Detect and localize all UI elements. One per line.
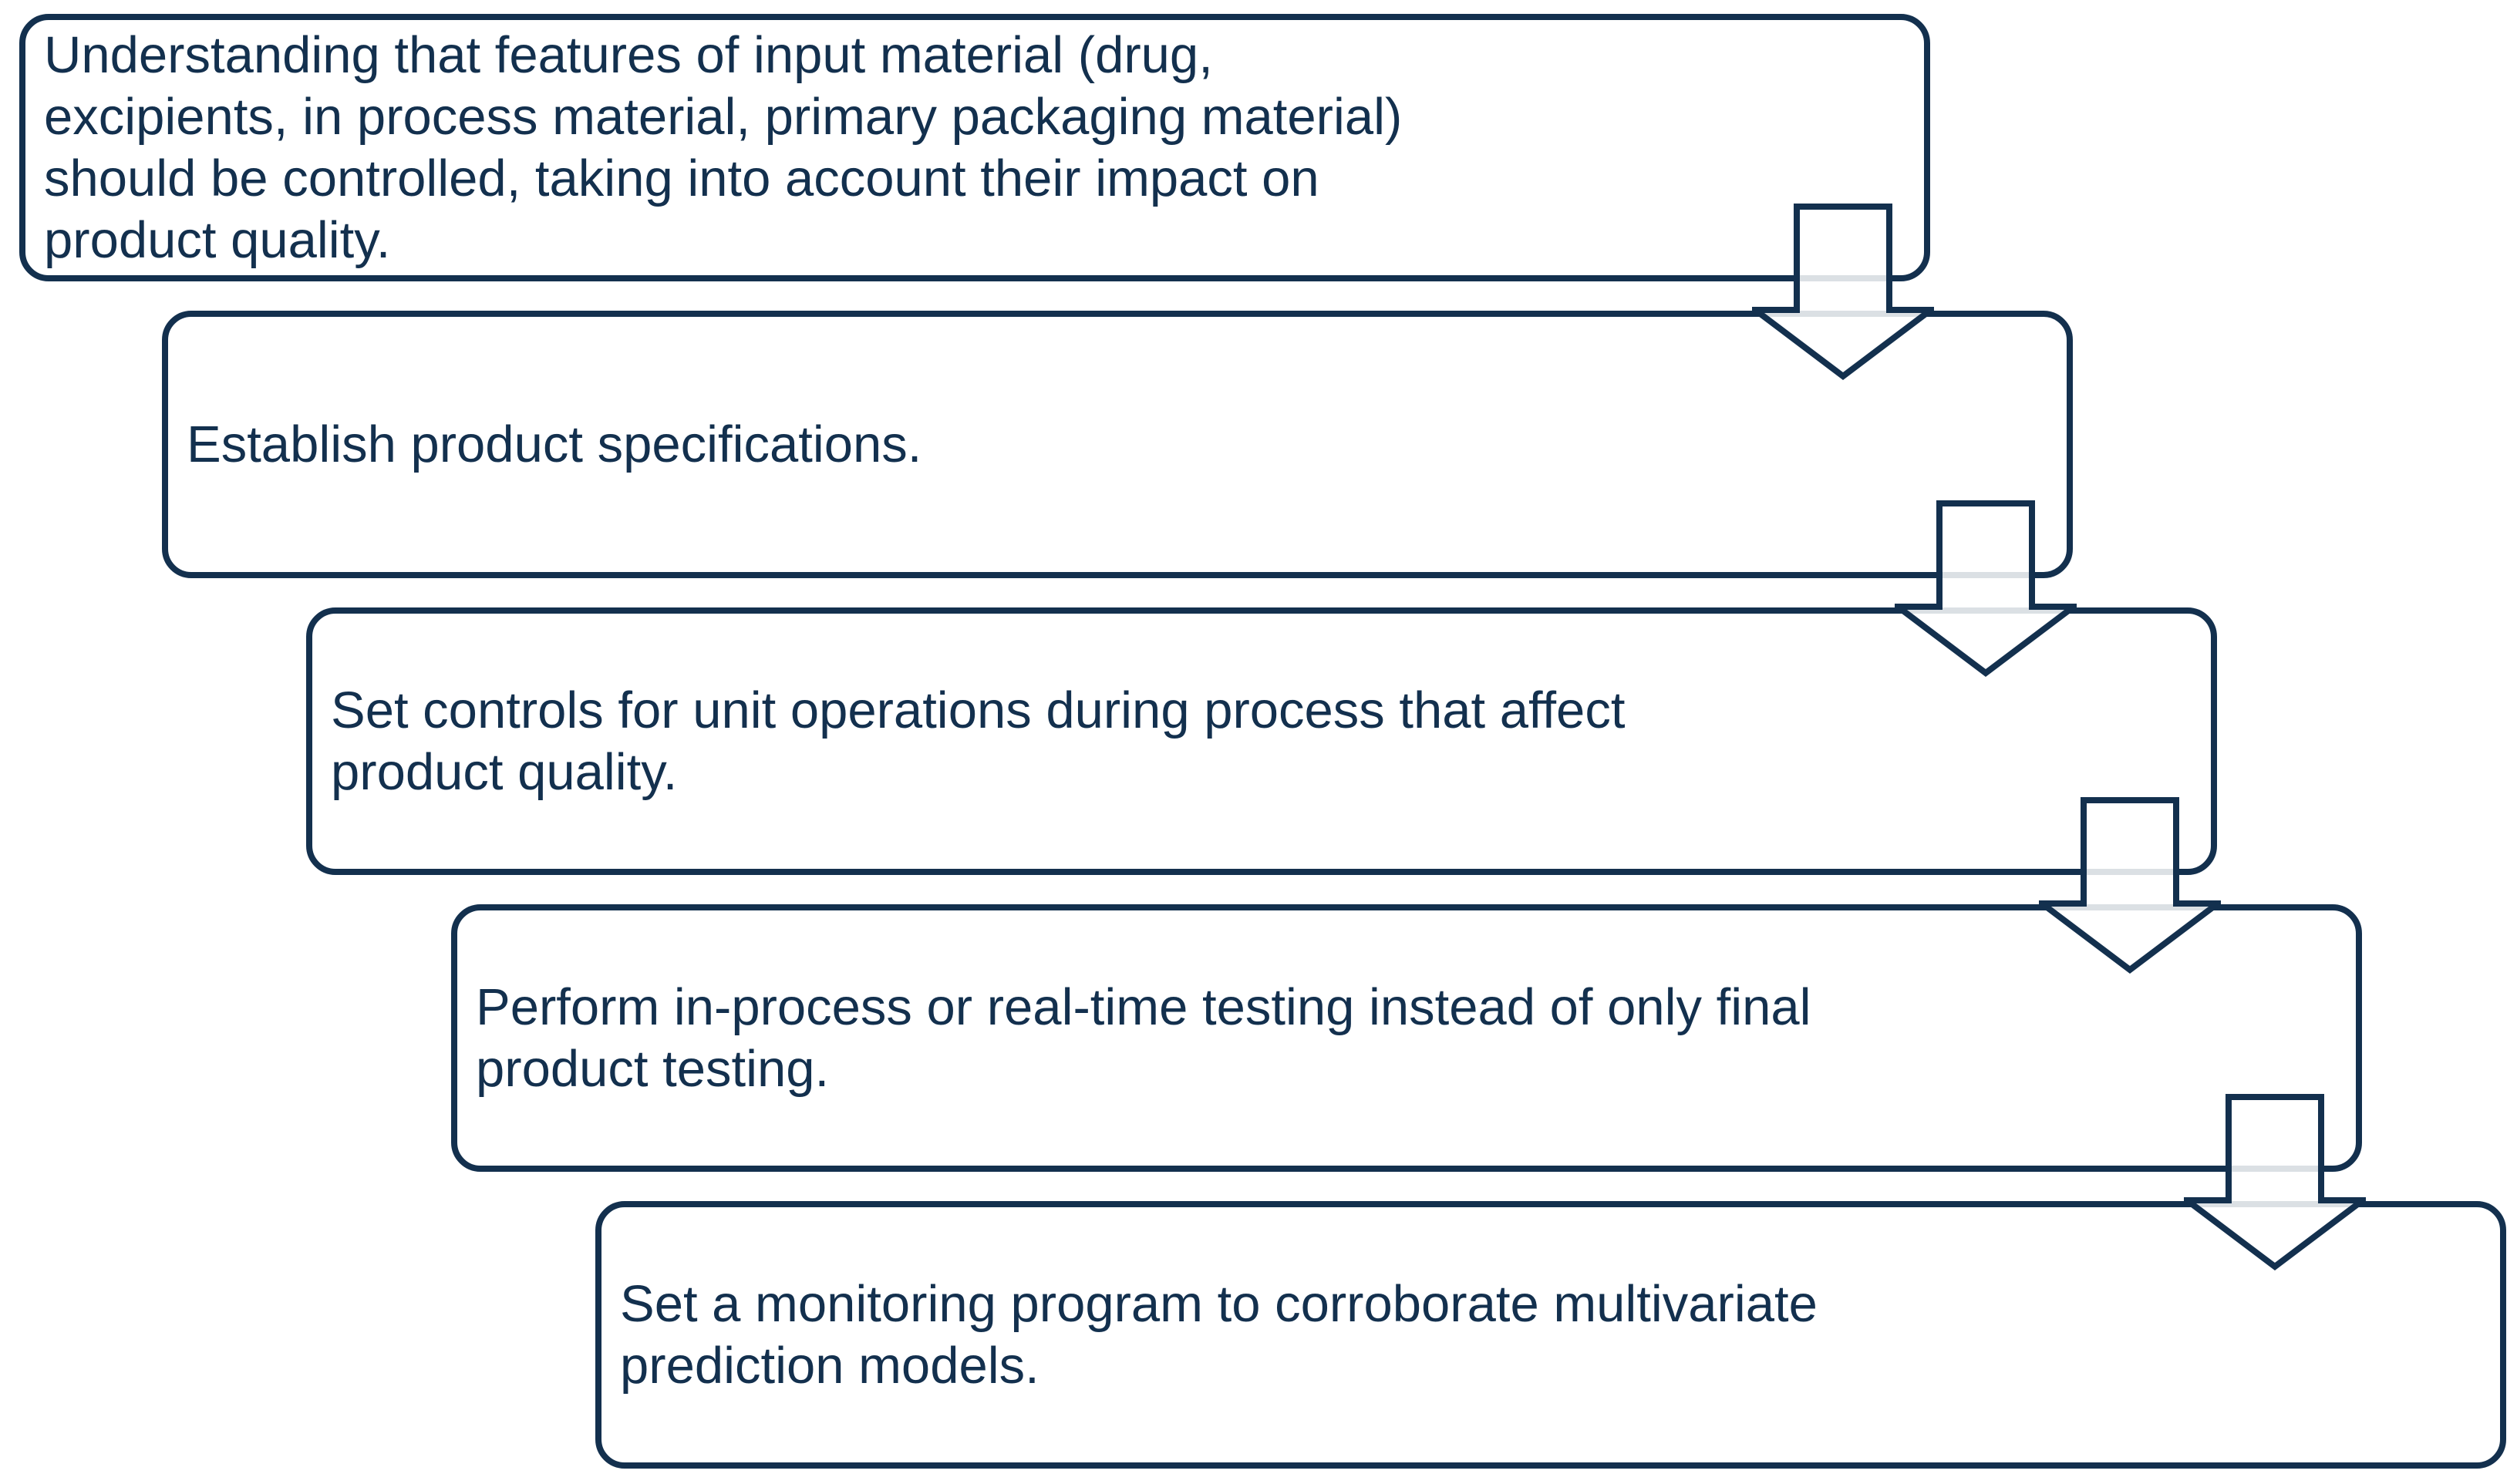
step-text-line: Set controls for unit operations during … (331, 681, 1626, 739)
down-arrow-icon (2039, 797, 2221, 974)
down-arrow-icon (1752, 204, 1934, 381)
flow-step-2: Establish product specifications. (162, 311, 2073, 578)
step-text-line: Understanding that features of input mat… (44, 25, 1213, 84)
step-text-line: product quality. (44, 210, 391, 269)
down-arrow-icon (1895, 500, 2077, 678)
step-text-line: prediction models. (620, 1336, 1039, 1395)
step-text-line: product quality. (331, 742, 678, 801)
step-text-line: Establish product specifications. (187, 415, 922, 473)
step-text-line: product testing. (476, 1039, 830, 1098)
step-text-line: excipients, in process material, primary… (44, 87, 1403, 146)
flow-step-5: Set a monitoring program to corroborate … (595, 1201, 2506, 1469)
flow-step-1: Understanding that features of input mat… (19, 14, 1930, 281)
step-text-line: should be controlled, taking into accoun… (44, 149, 1319, 207)
step-text-line: Perform in-process or real-time testing … (476, 978, 1811, 1036)
flow-step-4: Perform in-process or real-time testing … (451, 904, 2362, 1172)
down-arrow-icon (2184, 1094, 2366, 1271)
flow-step-3: Set controls for unit operations during … (306, 607, 2217, 875)
step-text-line: Set a monitoring program to corroborate … (620, 1274, 1818, 1333)
